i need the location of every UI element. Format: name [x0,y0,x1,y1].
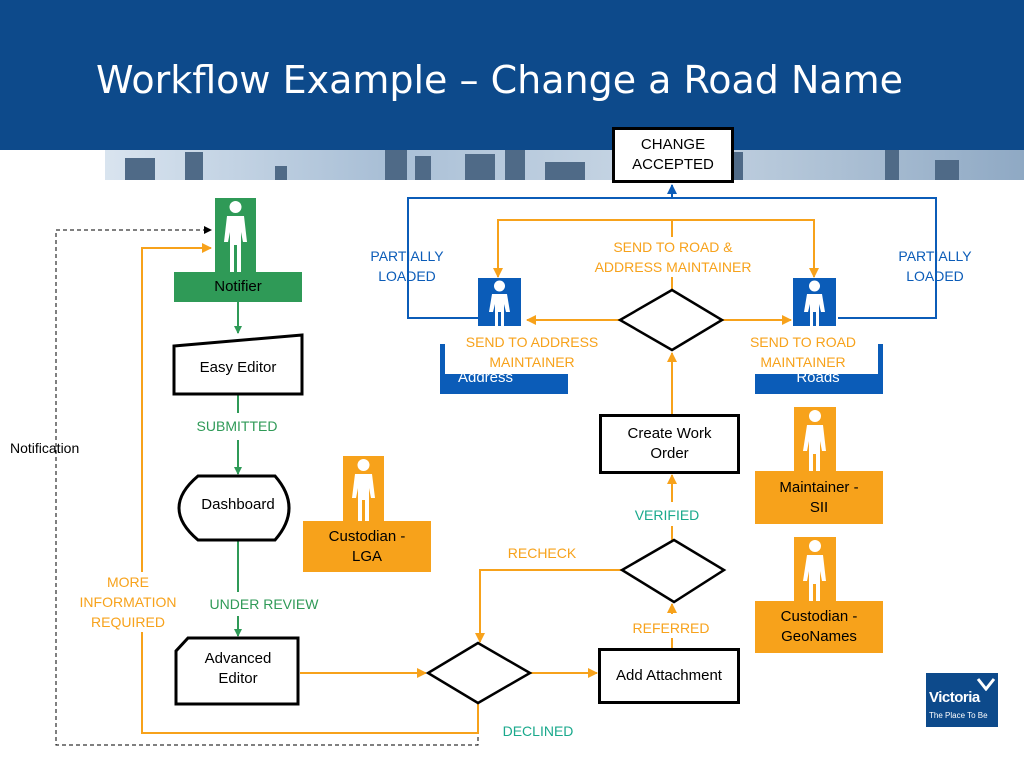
advanced-editor-text: Advanced Editor [204,650,272,687]
create-work-order-box: Create Work Order [599,414,740,474]
add-attachment-box: Add Attachment [598,648,740,704]
change-accepted-text: CHANGE ACCEPTED [632,136,714,173]
verify-decision-diamond [619,538,727,604]
send-road-label: SEND TO ROAD MAINTAINER [749,334,857,370]
easy-editor-text: Easy Editor [199,359,277,376]
create-work-order-text: Create Work Order [627,425,712,462]
send-road-address-label: SEND TO ROAD & ADDRESS MAINTAINER [594,237,752,277]
road-maintainer-person-icon [793,278,836,326]
victoria-logo: Victoria The Place To Be [926,673,998,727]
send-decision-diamond [617,288,725,352]
logo-tagline: The Place To Be [929,711,988,720]
recheck-arrow [475,569,622,643]
advanced-editor-node: Advanced Editor [180,646,296,692]
notifier-text: Notifier [214,278,262,295]
review-decision-diamond [425,641,533,705]
more-info-loop [141,243,479,734]
dashboard-shape [177,474,291,542]
maintainer-sii-person-icon [794,407,836,481]
easy-editor-shape [172,333,304,396]
under-review-label: UNDER REVIEW [209,596,319,612]
address-maintainer-person-icon [478,278,521,326]
custodian-lga-person-icon [343,456,384,522]
referred-label: REFERRED [632,620,710,636]
send-both-arrow-right [672,219,819,278]
custodian-lga-text: Custodian - LGA [328,527,406,565]
advanced-editor-shape [174,636,300,706]
skyline-image [105,150,1024,180]
custodian-geonames-text: Custodian - GeoNames [780,608,858,645]
send-address-label: SEND TO ADDRESS MAINTAINER [465,334,599,370]
submitted-label: SUBMITTED [196,418,278,434]
notifier-box: Notifier [174,272,302,302]
logo-name: Victoria [929,689,980,706]
recheck-label: RECHECK [507,545,577,561]
notifier-person-icon [215,198,256,272]
maintainer-sii-text: Maintainer - SII [779,478,859,516]
maintainer-sii-box: Maintainer - SII [755,471,883,524]
address-tab-mask [445,344,568,374]
slide-title: Workflow Example – Change a Road Name [96,58,904,102]
declined-label: DECLINED [502,723,574,739]
partially-loaded-right-label: PARTIALLY LOADED [898,248,972,284]
add-attachment-text: Add Attachment [616,667,722,684]
custodian-geonames-box: Custodian - GeoNames [755,601,883,653]
more-info-label: MORE INFORMATION REQUIRED [79,572,177,632]
notification-label: Notification [10,440,80,456]
custodian-lga-box: Custodian - LGA [303,521,431,572]
verified-label: VERIFIED [634,507,700,523]
dashboard-node: Dashboard [180,492,296,518]
custodian-geonames-person-icon [794,537,836,611]
change-accepted-box: CHANGE ACCEPTED [612,127,734,183]
partially-loaded-left-label: PARTIALLY LOADED [370,248,444,284]
easy-editor-node: Easy Editor [176,350,300,386]
dashboard-text: Dashboard [201,496,275,513]
logo-check-icon [976,678,996,691]
header-banner [0,0,1024,150]
roads-tab-mask [755,344,878,374]
